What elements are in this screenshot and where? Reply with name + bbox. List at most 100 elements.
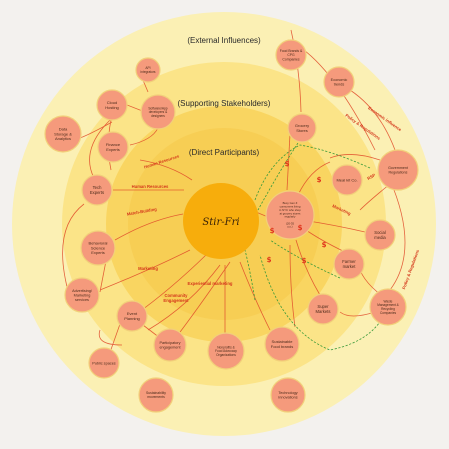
node-label-line: Companies xyxy=(380,311,397,315)
node-sustainable-brands xyxy=(264,326,300,362)
node-label-line: Meal kit Co. xyxy=(336,177,357,182)
node-label-line: regularly xyxy=(285,215,296,219)
node-label-line: Advertising/ xyxy=(72,289,93,293)
dollar-icon: $ xyxy=(302,257,307,265)
node-label-line: y.o.) xyxy=(287,225,292,229)
node-label-line: Experts xyxy=(90,190,104,195)
label-external: (External Influences) xyxy=(187,36,261,45)
node-label: Meal kit Co. xyxy=(336,177,357,182)
edge xyxy=(62,203,85,299)
edge xyxy=(129,127,159,146)
node-grocery xyxy=(287,113,317,143)
edge xyxy=(89,119,111,179)
node-label-line: Marketing xyxy=(74,293,91,297)
node-label-line: innovations xyxy=(278,396,297,400)
node-food-brands xyxy=(275,39,307,71)
node-label-line: Food Brands & xyxy=(280,49,303,53)
edge xyxy=(254,144,371,201)
edge xyxy=(147,264,221,331)
edge xyxy=(257,139,301,211)
node-label-line: Social xyxy=(374,230,385,235)
node-label-line: Science xyxy=(91,245,106,250)
dollar-icon: $ xyxy=(270,227,275,235)
node-label-line: (20-35 xyxy=(286,221,295,225)
node-super xyxy=(307,293,339,325)
node-label-line: Sustainable xyxy=(272,339,294,344)
node-label-line: Waste xyxy=(384,299,393,303)
label-supporting: (Supporting Stakeholders) xyxy=(178,99,271,108)
node-label-line: Planning xyxy=(124,316,140,321)
money-markers: $ $ $ $ $ $ $ xyxy=(267,160,327,265)
node-label-line: Food brands xyxy=(271,344,293,349)
edge xyxy=(289,244,296,328)
node-label-line: Busy Gen Z xyxy=(283,201,298,205)
node-label: Public spaces xyxy=(92,361,116,365)
edge xyxy=(290,29,302,113)
node-label-line: Markets xyxy=(316,309,331,314)
edge xyxy=(286,133,291,191)
node-label-line: Participatory xyxy=(159,341,180,345)
node-group xyxy=(44,39,419,413)
edge xyxy=(98,329,123,346)
center-node xyxy=(183,183,259,259)
green-edges xyxy=(244,139,391,351)
node-data xyxy=(44,115,82,153)
center-label: Stir-Fri xyxy=(202,217,239,228)
node-label-line: Cloud xyxy=(107,100,117,105)
node-advertising xyxy=(64,277,100,313)
node-farmer xyxy=(333,248,365,280)
edge xyxy=(269,239,341,279)
node-label-line: services xyxy=(75,298,89,302)
node-users xyxy=(265,190,315,240)
node-label-line: Behavioral xyxy=(89,241,108,246)
node-label-line: CPG xyxy=(287,53,295,57)
node-label-line: Data xyxy=(59,127,68,132)
dollar-icon: $ xyxy=(285,160,290,168)
node-event xyxy=(116,300,148,332)
node-api xyxy=(135,57,161,83)
node-label-line: market xyxy=(343,264,357,269)
node-economic xyxy=(323,66,355,98)
edge xyxy=(244,249,256,301)
node-govt xyxy=(377,149,419,191)
node-label-line: Experts xyxy=(106,147,120,152)
edge-label-experiential: Experiential marketing xyxy=(188,281,233,286)
node-finance xyxy=(97,131,129,163)
edge xyxy=(389,179,406,291)
node-label-line: Stores xyxy=(296,128,308,133)
node-label-line: Nonprofits & xyxy=(217,345,235,349)
dollar-icon: $ xyxy=(317,176,322,184)
node-label-line: API xyxy=(145,66,150,70)
edge-label-rsp: RSP xyxy=(366,172,376,181)
node-label-line: media xyxy=(374,235,386,240)
node-label-line: Event xyxy=(127,311,138,316)
node-label-line: Farmer xyxy=(342,259,356,264)
node-label-line: Finance xyxy=(106,142,121,147)
edge-label-line: Community xyxy=(164,293,188,298)
edge-label-line: Engagement xyxy=(163,298,189,303)
node-label-line: at grocery stores xyxy=(280,211,301,215)
edge xyxy=(295,239,321,296)
node-label-line: engagement xyxy=(159,346,181,350)
node-participatory xyxy=(153,328,187,362)
node-label-line: Analytics xyxy=(55,136,71,141)
node-waste xyxy=(369,288,407,326)
edge xyxy=(114,213,184,241)
edge xyxy=(297,161,331,196)
dollar-icon: $ xyxy=(298,224,303,232)
